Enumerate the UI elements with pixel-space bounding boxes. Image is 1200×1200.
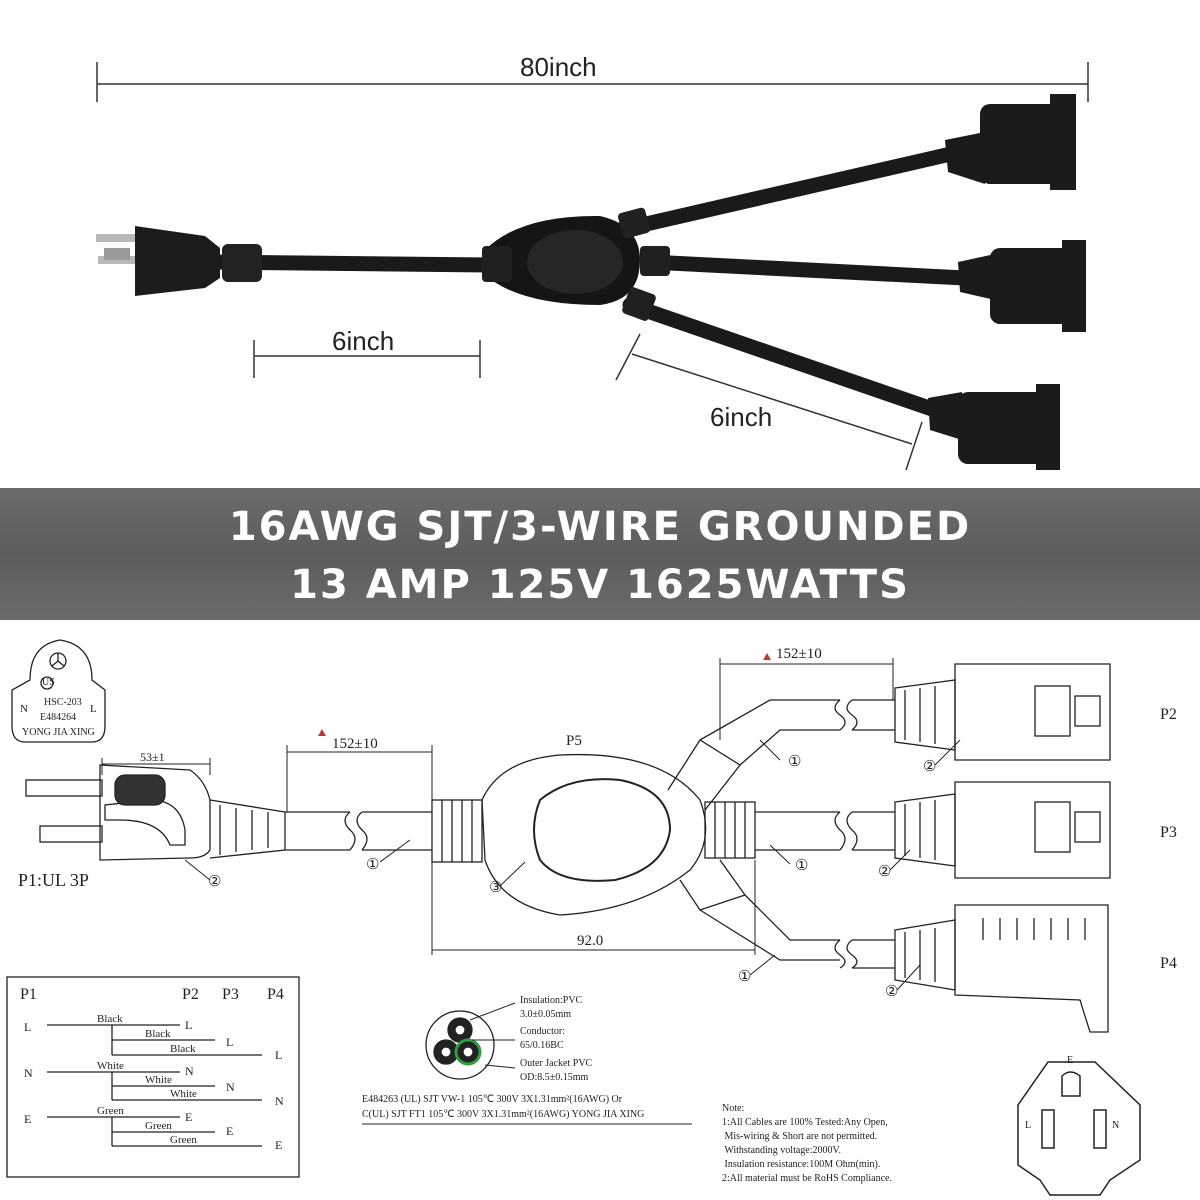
total-length-dimension [96,62,1089,102]
cable-spec-line-2: C(UL) SJT FT1 105℃ 300V 3X1.31mm²(16AWG)… [362,1109,645,1120]
wiring-header-p3: P3 [222,986,239,1003]
wiring-wire: White [97,1060,124,1072]
note-line: 2:All material must be RoHS Compliance. [722,1173,892,1184]
dim-tail: 152±10 [332,736,378,752]
wiring-target: L [275,1048,283,1062]
callout-1-plug: ① [366,857,380,873]
socket-pin-e: E [1067,1055,1074,1066]
cables [202,145,973,418]
wiring-header-p2: P2 [182,986,199,1003]
banner-line-2: 13 AMP 125V 1625WATTS [290,562,910,608]
wiring-wire: Green [145,1120,172,1132]
wiring-target: L [226,1035,234,1049]
stamp-cert: US [42,677,55,688]
cable-conductor-value: 65/0.16BC [520,1040,564,1051]
wiring-pin-e: E [24,1112,32,1126]
socket-photo-bottom [928,384,1060,470]
wiring-header-p1: P1 [20,986,37,1003]
wiring-target: N [185,1064,194,1078]
dim-tail-marker [318,729,326,736]
note-line: Insulation resistance:100M Ohm(min). [722,1159,881,1170]
wiring-wire: White [170,1088,197,1100]
stamp-file: E484264 [40,712,77,723]
wiring-wire: Black [145,1028,171,1040]
dim-branch-marker [763,653,771,660]
wiring-target: E [226,1124,234,1138]
junction-dimensions [432,658,894,955]
wiring-target: E [275,1138,283,1152]
note-line: Mis-wiring & Short are not permitted. [722,1131,878,1142]
banner-line-1: 16AWG SJT/3-WIRE GROUNDED [228,504,972,550]
notes-title: Note: [722,1103,745,1114]
callout-3-junction: ③ [489,880,503,896]
callout-2-p4: ② [885,984,899,1000]
cable-jacket-value: OD:8.5±0.15mm [520,1072,589,1083]
port-label-p2: P2 [1160,706,1177,723]
socket-photo-middle [958,240,1086,332]
branch-segment-dimension [615,333,923,471]
cable-insulation: Insulation:PVC [520,995,583,1006]
wiring-table [6,976,300,1178]
callout-2-p3: ② [878,864,892,880]
wiring-pin-l: L [24,1020,32,1034]
note-line: Withstanding voltage:2000V. [722,1145,841,1156]
cable-spec-line-1: E484263 (UL) SJT VW-1 105℃ 300V 3X1.31mm… [362,1094,623,1105]
wiring-wire: White [145,1074,172,1086]
callout-1-p3: ① [795,858,809,874]
note-line: 1:All Cables are 100% Tested:Any Open, [722,1117,888,1128]
port-label-p4: P4 [1160,955,1177,972]
socket-face [1017,1061,1141,1196]
cable-conductor: Conductor: [520,1026,565,1037]
total-length-label: 80inch [520,52,597,82]
cable-jacket: Outer Jacket PVC [520,1058,593,1069]
dim-branch: 152±10 [776,646,822,662]
wiring-wire: Black [170,1043,196,1055]
spec-banner: 16AWG SJT/3-WIRE GROUNDED 13 AMP 125V 16… [0,488,1200,620]
socket-drawing-p3 [894,781,1111,879]
plug-segment-dimension [253,340,481,378]
wiring-pin-n: N [24,1066,33,1080]
plug-segment-label: 6inch [332,326,395,356]
port-label-p3: P3 [1160,824,1177,841]
plug-photo [96,226,262,296]
stamp-n: N [20,703,28,715]
callout-2-plug: ② [208,874,222,890]
wiring-header-p4: P4 [267,986,284,1003]
socket-pin-l: L [1025,1120,1032,1131]
stamp-l: L [90,703,97,715]
callout-leaders [184,739,961,991]
wiring-wire: Black [97,1013,123,1025]
cable-insulation-value: 3.0±0.05mm [520,1009,572,1020]
junction-drawing [431,699,895,969]
socket-drawing-p2 [894,663,1111,761]
socket-pin-n: N [1112,1120,1120,1131]
dim-span: 92.0 [577,933,604,949]
wiring-target: N [226,1080,235,1094]
callout-2-p2: ② [923,759,937,775]
wiring-wire: Green [170,1134,197,1146]
cable-cross-section [425,1002,516,1080]
wiring-target: E [185,1110,193,1124]
wiring-target: N [275,1094,284,1108]
stamp-model: HSC-203 [44,697,82,708]
socket-photo-top [945,94,1076,190]
socket-drawing-p4 [894,904,1109,1033]
plug-drawing [25,764,432,861]
stamp-maker: YONG JIA XING [22,727,95,738]
callout-1-p4: ① [738,969,752,985]
junction-label: P5 [566,733,582,749]
plug-label: P1:UL 3P [18,870,89,890]
plug-stamp [11,639,106,743]
wiring-target: L [185,1018,193,1032]
junction-photo [482,207,670,321]
dim-plug: 53±1 [140,750,165,764]
callout-1-p2: ① [788,754,802,770]
wiring-wire: Green [97,1105,124,1117]
branch-segment-label: 6inch [710,402,773,432]
